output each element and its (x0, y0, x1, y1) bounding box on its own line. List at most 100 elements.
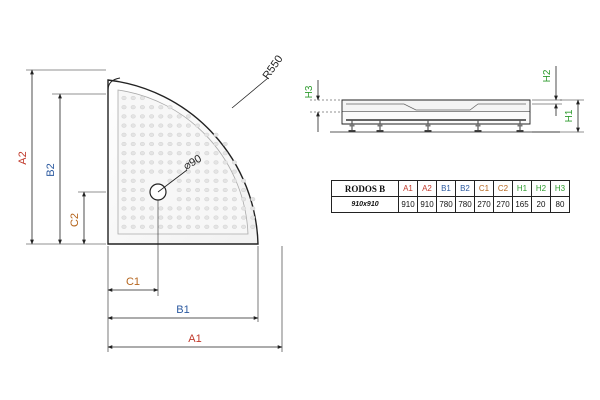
anti-slip-dot (222, 206, 228, 211)
anti-slip-dot (130, 123, 136, 128)
anti-slip-dot (139, 95, 145, 100)
anti-slip-dot (130, 105, 136, 110)
anti-slip-dot (176, 132, 182, 137)
anti-slip-dot (158, 132, 164, 137)
anti-slip-dot (130, 197, 136, 202)
dimension-a1: A1 (107, 333, 283, 349)
anti-slip-dot (250, 215, 256, 220)
tray-plan-view: ⌀90 (107, 77, 259, 245)
adjustable-leg (516, 120, 524, 132)
table-header-row: RODOS B A1 A2 B1 B2 C1 C2 H1 H2 H3 (331, 180, 570, 197)
anti-slip-dot (167, 123, 173, 128)
anti-slip-dot (176, 224, 182, 229)
anti-slip-dot (185, 132, 191, 137)
anti-slip-dot (176, 123, 182, 128)
anti-slip-dot (185, 197, 191, 202)
table-value-cell: 780 (455, 196, 475, 213)
anti-slip-dot-pattern (121, 95, 256, 229)
anti-slip-dot (241, 206, 247, 211)
table-value-cell: 270 (493, 196, 513, 213)
dimension-a2-label: A2 (17, 151, 29, 164)
anti-slip-dot (213, 215, 219, 220)
anti-slip-dot (185, 114, 191, 119)
table-header-cell: H1 (512, 180, 532, 197)
adjustable-leg (376, 120, 384, 132)
anti-slip-dot (241, 215, 247, 220)
anti-slip-dot (204, 160, 210, 165)
anti-slip-dot (176, 197, 182, 202)
anti-slip-dot (158, 169, 164, 174)
anti-slip-dot (185, 178, 191, 183)
anti-slip-dot (231, 187, 237, 192)
table-value-cell: 80 (550, 196, 570, 213)
side-view-body (341, 112, 531, 125)
anti-slip-dot (176, 169, 182, 174)
anti-slip-dot (149, 132, 155, 137)
anti-slip-dot (185, 187, 191, 192)
anti-slip-dot (185, 169, 191, 174)
table-header-cell: A2 (417, 180, 437, 197)
drain-leader-line (157, 169, 188, 193)
anti-slip-dot (167, 114, 173, 119)
table-header-cell: B1 (436, 180, 456, 197)
anti-slip-dot (130, 95, 136, 100)
anti-slip-dot (195, 197, 201, 202)
anti-slip-dot (121, 215, 127, 220)
anti-slip-dot (139, 160, 145, 165)
anti-slip-dot (213, 206, 219, 211)
anti-slip-dot (250, 197, 256, 202)
dimension-h1: H1 (532, 99, 584, 133)
anti-slip-dot (222, 224, 228, 229)
anti-slip-dot (158, 114, 164, 119)
anti-slip-dot (213, 178, 219, 183)
anti-slip-dot (213, 132, 219, 137)
anti-slip-dot (158, 206, 164, 211)
anti-slip-dot (231, 197, 237, 202)
dimension-c1-label: C1 (126, 276, 140, 288)
dimension-c1: C1 (107, 276, 159, 292)
dimension-b2-label: B2 (45, 163, 57, 176)
dimension-b2: B2 (45, 93, 106, 245)
anti-slip-dot (222, 187, 228, 192)
anti-slip-dot (241, 187, 247, 192)
anti-slip-dot (167, 160, 173, 165)
anti-slip-dot (167, 224, 173, 229)
anti-slip-dot (130, 215, 136, 220)
anti-slip-dot (195, 215, 201, 220)
anti-slip-dot (121, 95, 127, 100)
anti-slip-dot (185, 151, 191, 156)
anti-slip-dot (130, 141, 136, 146)
table-value-cell: 270 (474, 196, 494, 213)
anti-slip-dot (204, 169, 210, 174)
anti-slip-dot (213, 197, 219, 202)
anti-slip-dot (149, 123, 155, 128)
anti-slip-dot (139, 105, 145, 110)
anti-slip-dot (130, 151, 136, 156)
anti-slip-dot (231, 224, 237, 229)
adjustable-leg (348, 120, 356, 132)
anti-slip-dot (139, 114, 145, 119)
anti-slip-dot (139, 206, 145, 211)
anti-slip-dot (121, 105, 127, 110)
anti-slip-dot (222, 197, 228, 202)
anti-slip-dot (167, 105, 173, 110)
anti-slip-dot (139, 215, 145, 220)
dimension-h2: H2 (532, 66, 562, 116)
dimension-b1-label: B1 (176, 304, 189, 316)
anti-slip-dot (139, 123, 145, 128)
anti-slip-dot (121, 123, 127, 128)
anti-slip-dot (158, 151, 164, 156)
anti-slip-dot (139, 187, 145, 192)
anti-slip-dot (130, 206, 136, 211)
anti-slip-dot (204, 187, 210, 192)
table-header-cell: A1 (398, 180, 418, 197)
anti-slip-dot (185, 160, 191, 165)
anti-slip-dot (195, 160, 201, 165)
anti-slip-dot (231, 215, 237, 220)
anti-slip-dot (130, 224, 136, 229)
adjustable-legs (348, 120, 524, 132)
table-value-cell: 20 (531, 196, 551, 213)
anti-slip-dot (130, 132, 136, 137)
anti-slip-dot (121, 169, 127, 174)
anti-slip-dot (241, 178, 247, 183)
